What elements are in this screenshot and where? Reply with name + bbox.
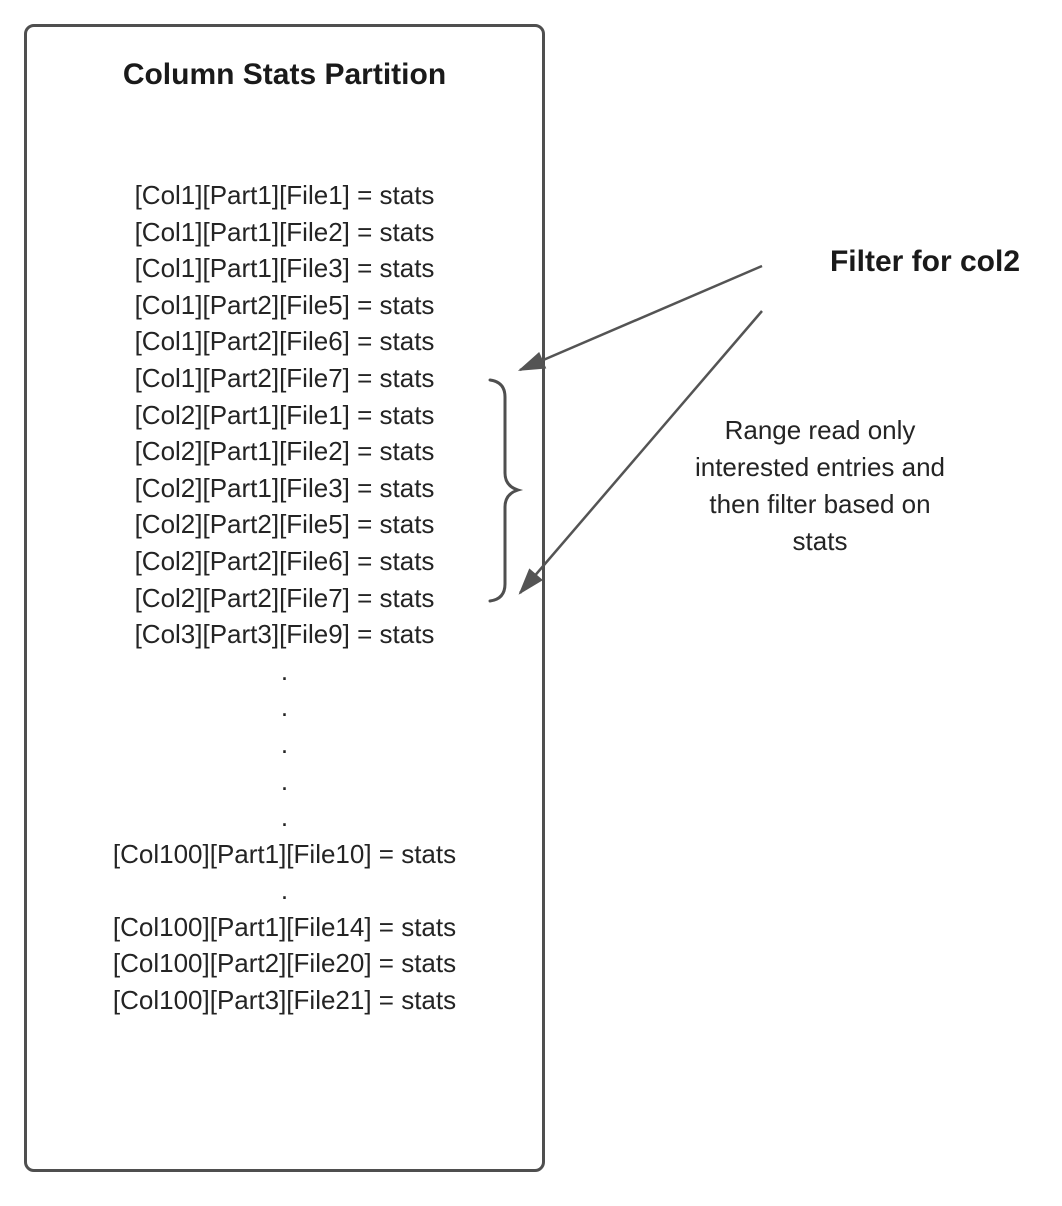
stats-entry: [Col100][Part1][File14] = stats	[112, 911, 457, 942]
stats-entry: [Col1][Part1][File2] = stats	[134, 216, 435, 247]
stats-entry: [Col2][Part1][File3] = stats	[134, 472, 435, 503]
stats-entry: [Col1][Part1][File1] = stats	[134, 180, 435, 210]
range-note: Range read only interested entries and the…	[650, 412, 990, 560]
filter-label: Filter for col2	[829, 245, 1021, 278]
stats-entry: .	[280, 655, 289, 686]
stats-entry: [Col2][Part1][File1] = stats	[134, 399, 435, 430]
stats-entry: [Col1][Part1][File3] = stats	[134, 253, 435, 284]
stats-entry: [Col100][Part2][File20] = stats	[112, 948, 457, 979]
stats-entry: [Col1][Part2][File6] = stats	[134, 326, 435, 357]
stats-entry: [Col1][Part2][File5] = stats	[134, 289, 435, 320]
range-note-line: Range read only	[724, 415, 916, 445]
stats-entry: [Col100][Part3][File21] = stats	[112, 985, 457, 1016]
filter-arrow-upper	[517, 264, 763, 372]
stats-entry: [Col3][Part3][File9] = stats	[134, 619, 435, 650]
stats-entry: .	[280, 802, 289, 833]
stats-entry: [Col2][Part2][File5] = stats	[134, 509, 435, 540]
stats-entries-list: [Col1][Part1][File1] = stats [Col1][Part1…	[27, 177, 542, 1019]
range-note-line: interested entries and	[694, 452, 946, 482]
stats-entry: .	[280, 765, 289, 796]
stats-entry: .	[280, 875, 289, 906]
stats-entry: [Col2][Part1][File2] = stats	[134, 436, 435, 467]
range-note-line: then filter based on	[709, 489, 931, 519]
range-note-line: stats	[792, 526, 848, 556]
stats-entry: [Col100][Part1][File10] = stats	[112, 838, 457, 869]
stats-entry: [Col1][Part2][File7] = stats	[134, 362, 435, 393]
stats-entry: [Col2][Part2][File7] = stats	[134, 582, 435, 613]
stats-entry: .	[280, 728, 289, 759]
stats-entry: [Col2][Part2][File6] = stats	[134, 545, 435, 576]
partition-box-title: Column Stats Partition	[122, 58, 447, 91]
partition-box	[24, 24, 545, 1172]
stats-entry: .	[280, 692, 289, 723]
